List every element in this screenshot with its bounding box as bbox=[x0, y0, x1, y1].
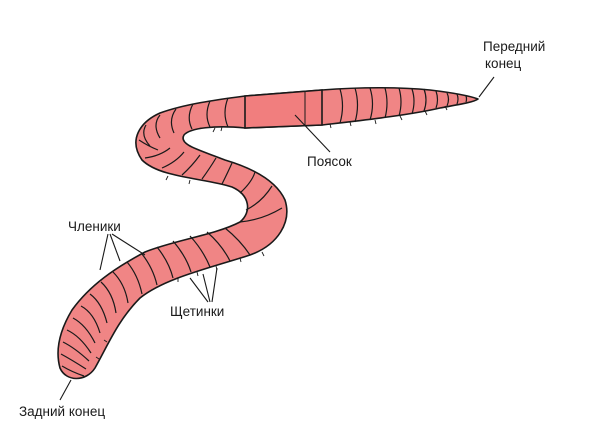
segments-pointer-1 bbox=[99, 233, 109, 271]
front-end-label-line1: Передний bbox=[483, 39, 545, 54]
setae-pointer-1 bbox=[189, 277, 209, 303]
setae-pointer-3 bbox=[211, 267, 218, 303]
segments-pointer-3 bbox=[111, 233, 146, 256]
setae-bristles bbox=[95, 105, 448, 360]
front-end-label-line2: конец bbox=[485, 56, 522, 71]
rear-end-pointer bbox=[59, 379, 72, 401]
segment-rings-lower bbox=[60, 227, 251, 377]
segments-pointer-2 bbox=[109, 233, 121, 262]
segment-rings-front bbox=[339, 87, 468, 124]
segment-rings-upper bbox=[138, 97, 283, 223]
clitellum-label: Поясок bbox=[307, 154, 352, 169]
worm-body-outline bbox=[57, 86, 479, 380]
worm-body bbox=[57, 86, 479, 380]
pointer-lines bbox=[59, 76, 495, 401]
rear-end-label: Задний конец bbox=[19, 404, 105, 419]
setae-label: Щетинки bbox=[170, 304, 224, 319]
front-end-pointer bbox=[478, 76, 495, 98]
segments-label: Членики bbox=[68, 219, 121, 234]
clitellum-pointer bbox=[294, 114, 331, 153]
setae-pointer-2 bbox=[202, 273, 211, 303]
clitellum-band bbox=[244, 89, 323, 129]
